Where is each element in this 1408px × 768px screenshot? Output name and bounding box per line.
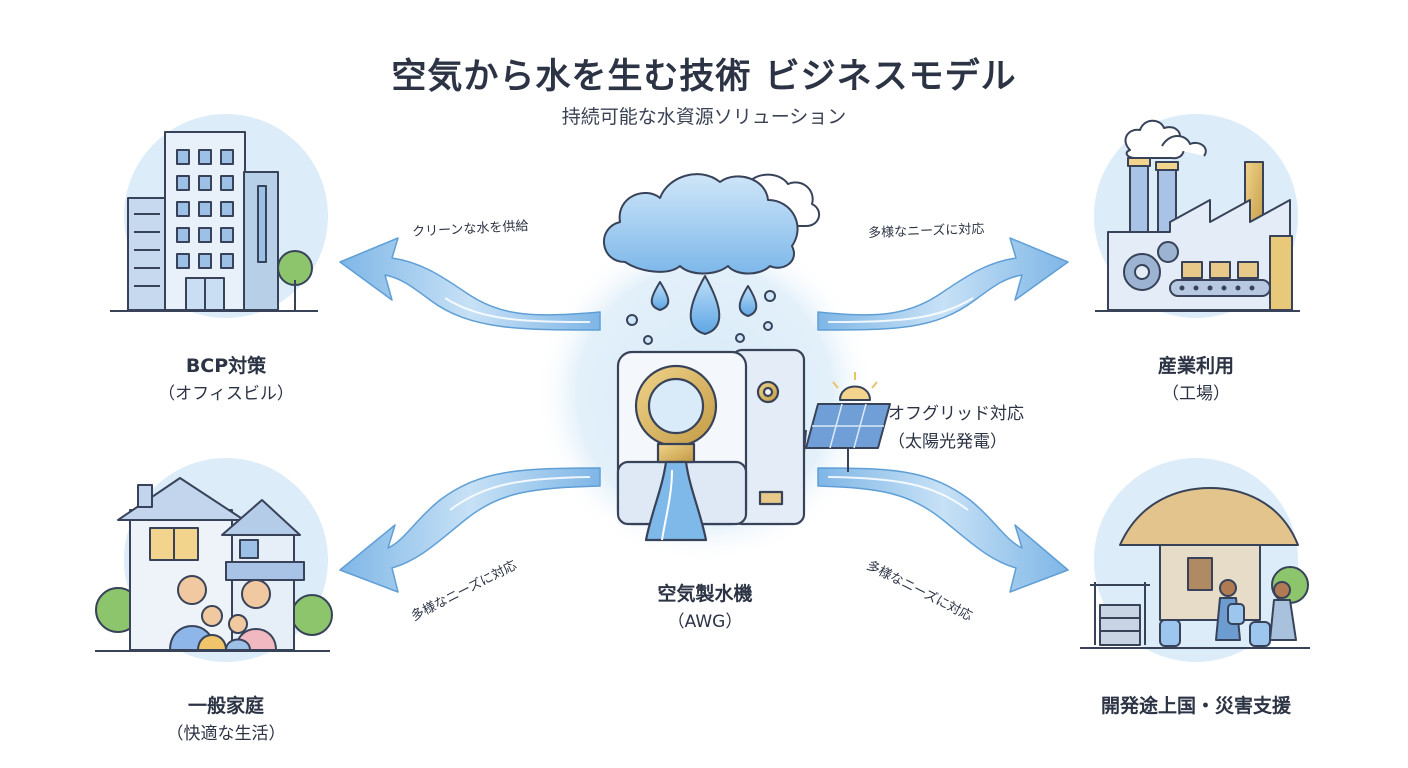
awg-machine-icon xyxy=(616,348,806,542)
solar-name: オフグリッド対応 xyxy=(888,404,1024,424)
node-label-office: BCP対策 （オフィスビル） xyxy=(116,352,336,408)
node-sub-factory: （工場） xyxy=(1162,384,1230,404)
arrow-bottom-right xyxy=(817,467,1069,593)
page-title: 空気から水を生む技術 ビジネスモデル xyxy=(391,57,1017,97)
center-sub: （AWG） xyxy=(667,612,743,632)
house-family-icon xyxy=(95,477,333,652)
node-name-factory: 産業利用 xyxy=(1157,355,1234,377)
node-label-home: 一般家庭 （快適な生活） xyxy=(106,692,346,748)
center-label: 空気製水機 （AWG） xyxy=(590,580,820,636)
arrow-label-top-right: 多様なニーズに対応 xyxy=(867,221,985,242)
node-name-office: BCP対策 xyxy=(185,355,267,377)
office-building-icon xyxy=(110,131,318,312)
page-subtitle: 持続可能な水資源ソリューション xyxy=(561,106,847,128)
solar-label: オフグリッド対応 （太陽光発電） xyxy=(888,400,1068,456)
center-name: 空気製水機 xyxy=(657,583,753,605)
node-sub-office: （オフィスビル） xyxy=(158,384,294,404)
node-name-home: 一般家庭 xyxy=(187,695,264,717)
arrow-top-right xyxy=(817,237,1069,331)
node-name-village: 開発途上国・災害支援 xyxy=(1100,695,1291,717)
factory-icon xyxy=(1095,119,1300,312)
arrow-highlights xyxy=(444,297,974,511)
cloud-icon xyxy=(603,173,821,275)
solar-panel-icon xyxy=(803,372,891,472)
arrow-top-left xyxy=(339,237,601,331)
node-label-village: 開発途上国・災害支援 xyxy=(1066,692,1326,720)
water-drops-icon xyxy=(626,275,776,345)
node-sub-home: （快適な生活） xyxy=(166,724,286,744)
node-label-factory: 産業利用 （工場） xyxy=(1086,352,1306,408)
arrow-bottom-left xyxy=(339,467,601,593)
village-icon xyxy=(1080,487,1310,649)
solar-sub: （太陽光発電） xyxy=(888,432,1007,452)
